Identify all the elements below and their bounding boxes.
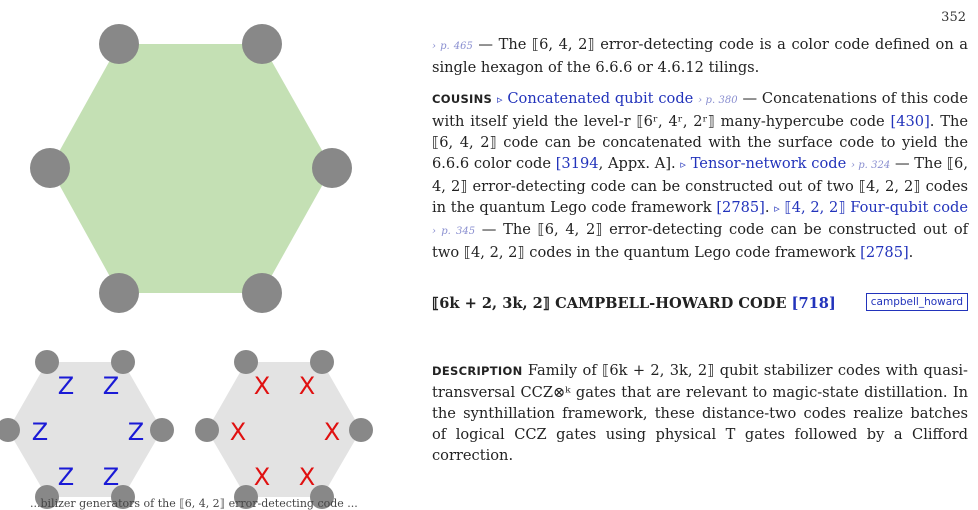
z-operator-label: Z	[32, 418, 48, 446]
heading-title: CAMPBELL-HOWARD CODE	[550, 295, 792, 312]
page-ref[interactable]: › p. 324	[850, 160, 891, 171]
intro-paragraph: › p. 465 — The ⟦6, 4, 2⟧ error-detecting…	[432, 34, 968, 78]
arrow-icon: ▹	[496, 93, 503, 106]
section-heading: ⟦6k + 2, 3k, 2⟧ CAMPBELL-HOWARD CODE [71…	[432, 293, 968, 314]
paragraph-text: Family of ⟦6k + 2, 3k, 2⟧ qubit stabiliz…	[432, 362, 968, 464]
citation-link[interactable]: [2785]	[860, 244, 909, 261]
citation-link[interactable]: [2785]	[716, 199, 765, 216]
arrow-icon: ▹	[774, 202, 780, 215]
qubit-vertex	[0, 418, 20, 442]
z-operator-label: Z	[58, 463, 74, 491]
page-number: 352	[941, 10, 966, 25]
code-tag-link[interactable]: campbell_howard	[865, 293, 968, 311]
qubit-vertex	[35, 485, 59, 509]
hexagon-face	[50, 44, 332, 293]
qubit-vertex	[35, 350, 59, 374]
paragraph-text: — The ⟦6, 4, 2⟧ error-detecting code can…	[432, 221, 969, 261]
paragraph-text: — The ⟦6, 4, 2⟧ error-detecting code can…	[432, 155, 968, 216]
qubit-vertex	[99, 273, 139, 313]
qubit-vertex	[242, 24, 282, 64]
description-label: DESCRIPTION	[432, 364, 523, 378]
citation-link[interactable]: [718]	[791, 295, 836, 312]
citation-link[interactable]: [3194	[555, 155, 599, 172]
x-operator-label: X	[254, 463, 270, 491]
page-ref[interactable]: › p. 380	[698, 95, 738, 106]
page-ref[interactable]: › p. 345	[432, 226, 476, 237]
description-paragraph: DESCRIPTION Family of ⟦6k + 2, 3k, 2⟧ qu…	[432, 360, 968, 466]
qubit-vertex	[150, 418, 174, 442]
concatenated-code-link[interactable]: Concatenated qubit code	[507, 90, 694, 107]
page-ref[interactable]: › p. 465	[432, 41, 473, 52]
paragraph-text: . The ⟦6, 4, 2⟧ code can be concatenated…	[432, 113, 968, 172]
cousins-label: COUSINS	[432, 92, 493, 106]
qubit-vertex	[99, 24, 139, 64]
x-operator-label: X	[299, 372, 315, 400]
paragraph-text: .	[908, 244, 914, 261]
qubit-vertex	[242, 273, 282, 313]
four-qubit-code-link[interactable]: ⟦4, 2, 2⟧ Four-qubit code	[784, 199, 968, 216]
heading-math: ⟦6k + 2, 3k, 2⟧	[432, 295, 551, 312]
tensor-network-code-link[interactable]: Tensor-network code	[690, 155, 847, 172]
paragraph-text: — The ⟦6, 4, 2⟧ error-detecting code is …	[432, 36, 968, 76]
z-operator-label: Z	[103, 463, 119, 491]
x-operator-label: X	[254, 372, 270, 400]
citation-link[interactable]: [430]	[890, 113, 930, 130]
hexagon-color-code-figure	[30, 24, 352, 313]
qubit-vertex	[310, 485, 334, 509]
qubit-vertex	[111, 350, 135, 374]
paragraph-text: , Appx. A].	[598, 155, 681, 172]
qubit-vertex	[312, 148, 352, 188]
z-operator-label: Z	[128, 418, 144, 446]
paragraph-text: — Concatenations of this code with itsel…	[432, 90, 969, 130]
arrow-icon: ▹	[680, 158, 686, 171]
figure-caption: ...bilizer generators of the ⟦6, 4, 2⟧ e…	[30, 497, 358, 510]
cousins-paragraph: COUSINS ▹ Concatenated qubit code › p. 3…	[432, 88, 968, 263]
z-stabilizer-hexagon	[8, 362, 162, 497]
qubit-vertex	[111, 485, 135, 509]
z-operator-label: Z	[58, 372, 74, 400]
qubit-vertex	[30, 148, 70, 188]
x-stabilizer-hexagon	[207, 362, 361, 497]
qubit-vertex	[310, 350, 334, 374]
z-operator-label: Z	[103, 372, 119, 400]
stabilizer-generators-figure: Z Z Z Z Z Z X X X X X X	[0, 350, 373, 509]
x-operator-label: X	[299, 463, 315, 491]
qubit-vertex	[349, 418, 373, 442]
qubit-vertex	[234, 350, 258, 374]
qubit-vertex	[234, 485, 258, 509]
text-column: › p. 465 — The ⟦6, 4, 2⟧ error-detecting…	[432, 34, 968, 476]
x-operator-label: X	[324, 418, 340, 446]
qubit-vertex	[195, 418, 219, 442]
paragraph-text: .	[764, 199, 775, 216]
x-operator-label: X	[230, 418, 246, 446]
